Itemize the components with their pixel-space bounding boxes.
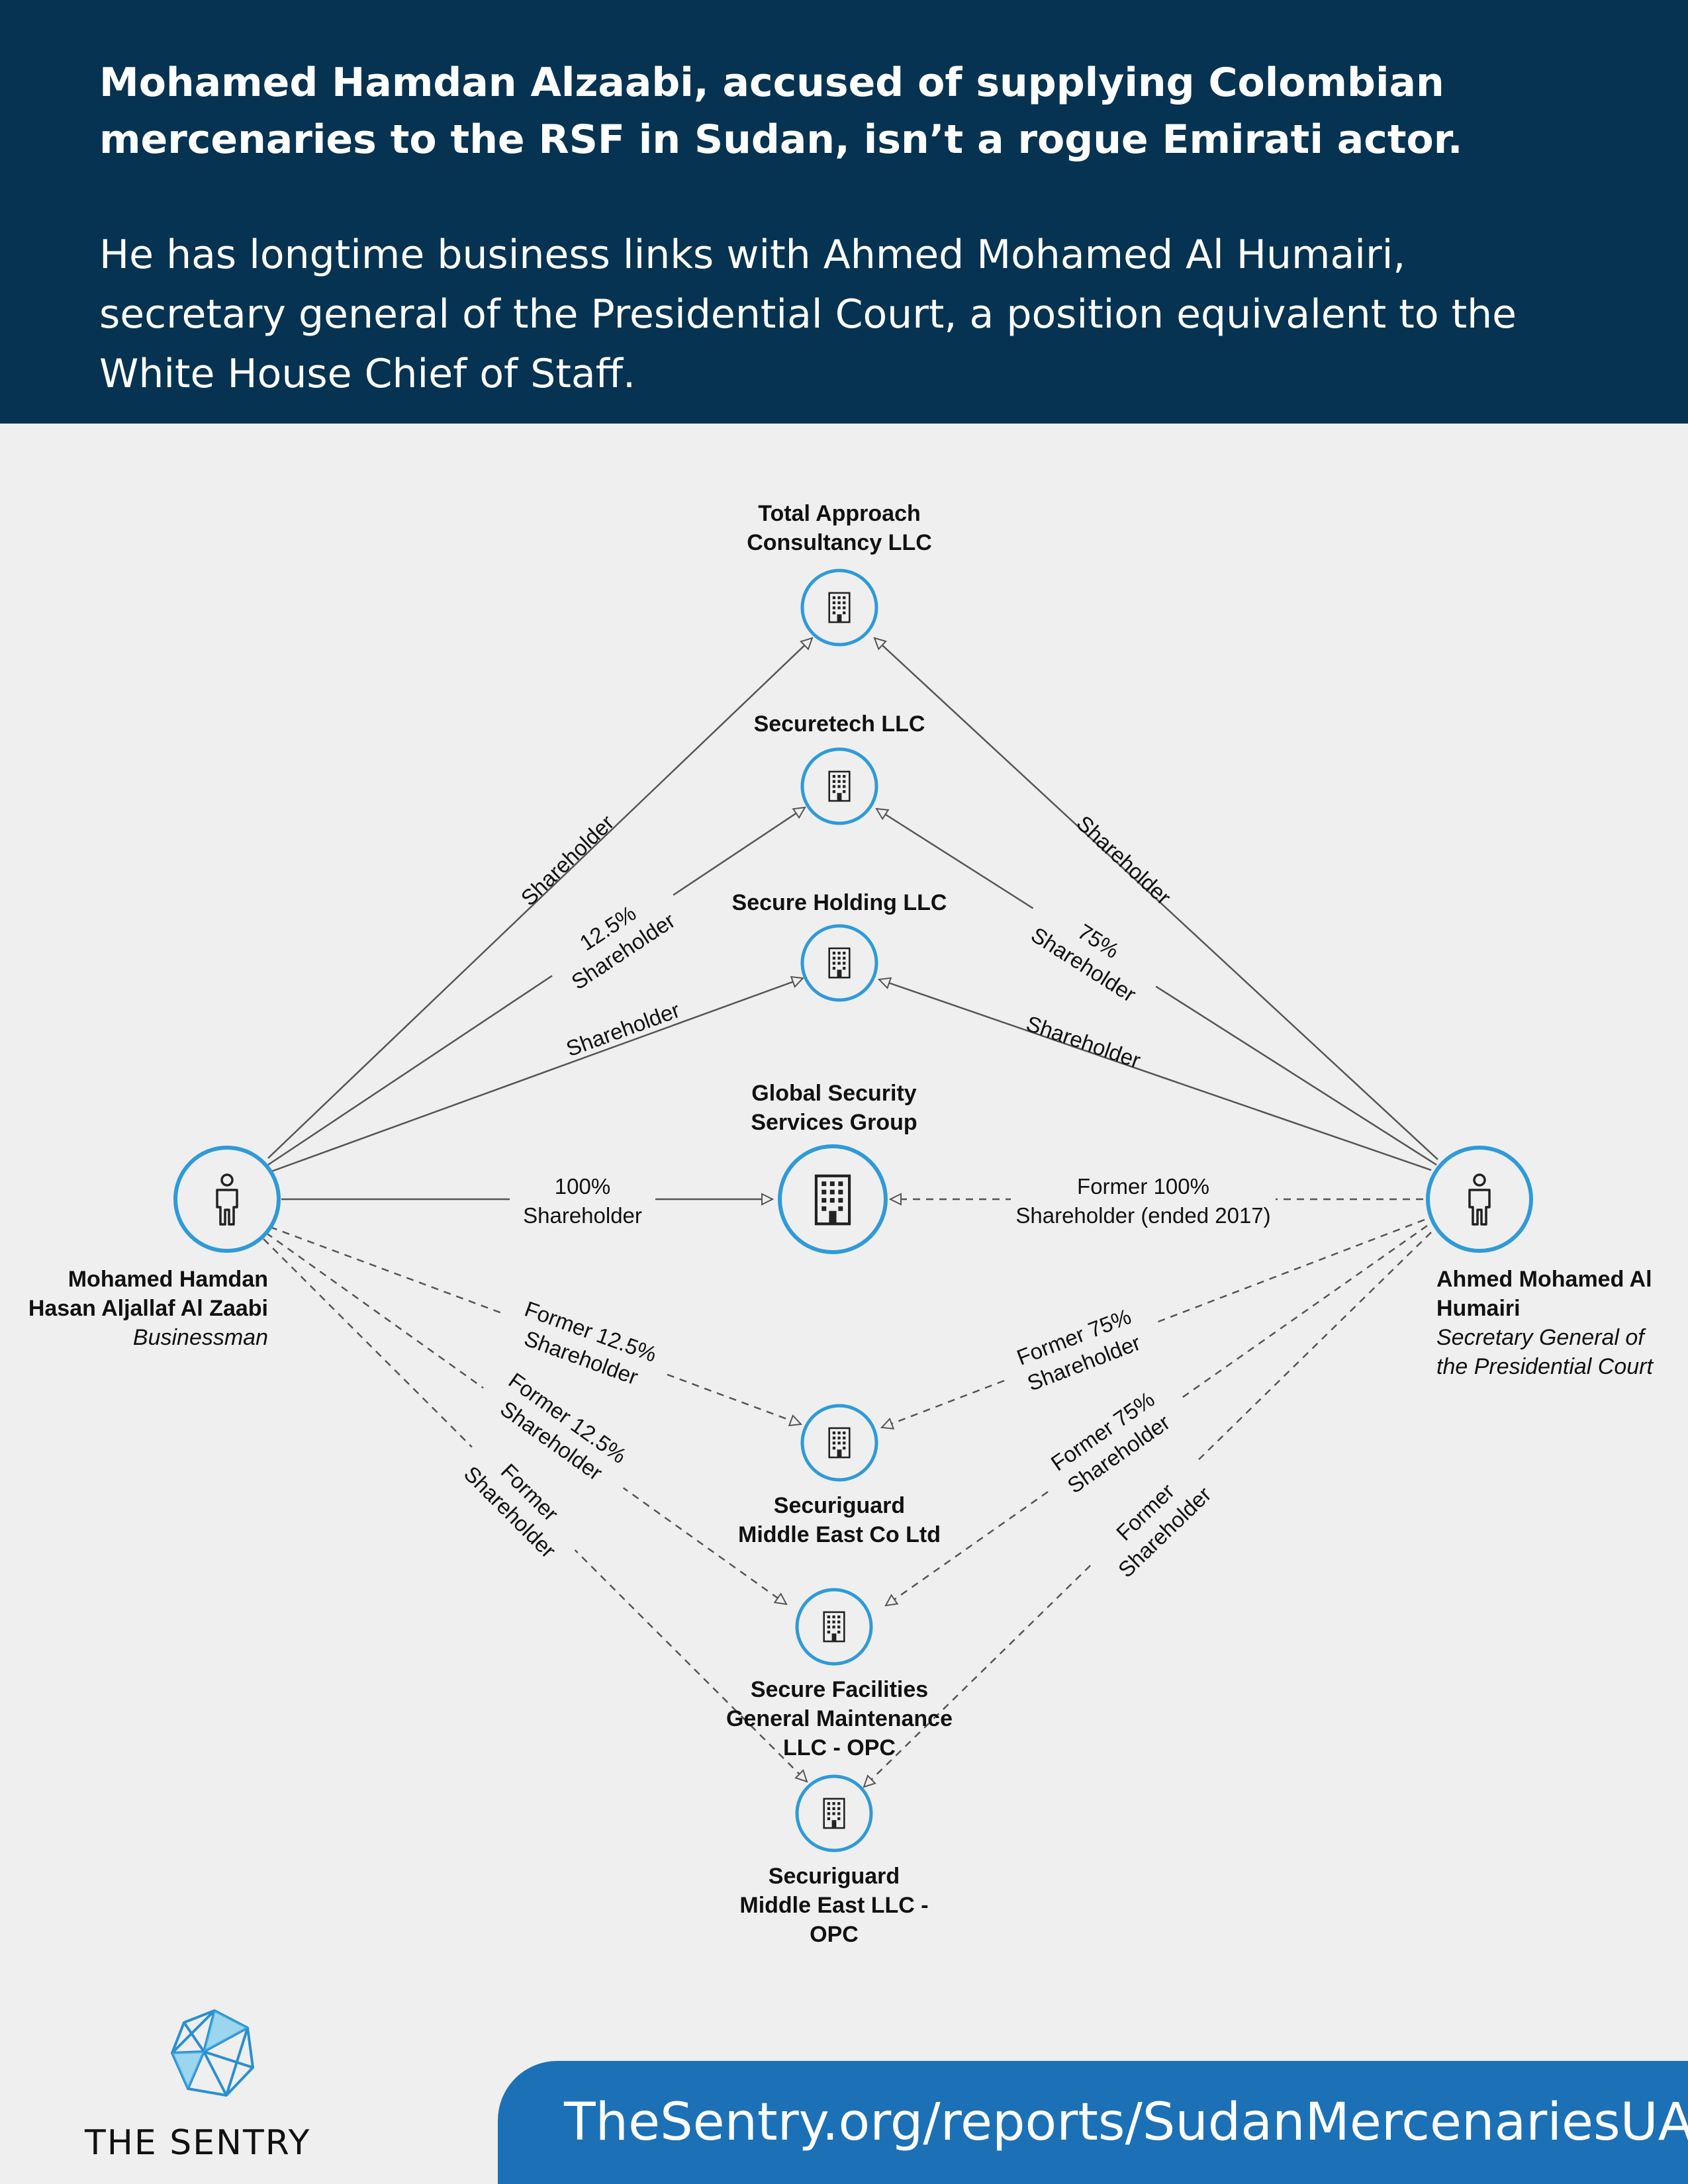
node-person-left: Mohamed Hamdan Hasan Aljallaf Al Zaabi B…	[28, 1146, 281, 1350]
node-label: Middle East Co Ltd	[738, 1522, 941, 1547]
node-securetech: Securetech LLC	[754, 711, 925, 825]
logo-mark-icon	[171, 2009, 254, 2097]
node-label: Secure Holding LLC	[732, 890, 947, 915]
node-circle	[173, 1146, 281, 1253]
edge-label-left-securetech: 12.5% Shareholder	[537, 873, 694, 1007]
edge-right-total-approach	[874, 638, 1438, 1160]
node-label: OPC	[810, 1922, 859, 1947]
node-label: Secure Facilities	[751, 1677, 928, 1702]
edge-label-line: Shareholder	[563, 997, 683, 1061]
logo-text: THE SENTRY	[85, 2123, 311, 2163]
edge-label-right-securetech: 75% Shareholder	[1012, 887, 1170, 1019]
headline: Mohamed Hamdan Alzaabi, accused of suppl…	[99, 60, 1463, 163]
report-url-bar[interactable]: TheSentry.org/reports/SudanMercenariesUA…	[498, 2061, 1688, 2184]
node-label: Global Security	[751, 1081, 916, 1106]
edge-left-total-approach	[267, 638, 812, 1159]
edge-label-line: Shareholder	[516, 810, 618, 911]
header-banner: Mohamed Hamdan Alzaabi, accused of suppl…	[0, 0, 1688, 424]
node-label: Middle East LLC -	[739, 1893, 928, 1918]
edge-label-line: Shareholder	[1072, 811, 1176, 909]
edge-right-securiguard-co	[882, 1218, 1425, 1428]
node-label: Securetech LLC	[754, 711, 925, 737]
node-secure-facilities: Secure Facilities General Maintenance LL…	[726, 1588, 953, 1760]
edge-label-left-global-security: 100% Shareholder	[510, 1166, 655, 1232]
company-nodes: Total Approach Consultancy LLC Securetec…	[726, 501, 953, 1947]
node-label: General Maintenance	[726, 1706, 953, 1731]
edge-left-secure-holding	[271, 978, 803, 1173]
edge-label-line: Former 100%	[1077, 1174, 1209, 1199]
edge-right-securetech	[876, 809, 1437, 1166]
node-label: Services Group	[751, 1110, 917, 1135]
node-role: Businessman	[133, 1325, 268, 1350]
node-total-approach: Total Approach Consultancy LLC	[747, 501, 932, 647]
edge-label-line: 100%	[555, 1174, 610, 1199]
node-global-security: Global Security Services Group	[751, 1081, 917, 1254]
header-subtext: He has longtime business links with Ahme…	[99, 232, 1517, 397]
node-label: Hasan Aljallaf Al Zaabi	[28, 1296, 268, 1321]
edge-label-right-secure-holding: Shareholder	[1023, 1011, 1144, 1073]
node-person-right: Ahmed Mohamed Al Humairi Secretary Gener…	[1426, 1146, 1654, 1379]
node-label: Total Approach	[758, 501, 921, 526]
edge-label-left-secure-holding: Shareholder	[563, 997, 683, 1061]
node-label: LLC - OPC	[783, 1735, 896, 1760]
report-url-link[interactable]: TheSentry.org/reports/SudanMercenariesUA…	[564, 2093, 1688, 2152]
edge-label-line: Shareholder (ended 2017)	[1015, 1203, 1270, 1228]
node-securiguard-co: Securiguard Middle East Co Ltd	[738, 1404, 941, 1547]
edge-label-right-total-approach: Shareholder	[1072, 811, 1176, 909]
node-secure-holding: Secure Holding LLC	[732, 890, 947, 1002]
edge-label-line: Shareholder	[523, 1203, 642, 1228]
edge-right-secure-facilities	[886, 1224, 1428, 1606]
node-label: Securiguard	[769, 1864, 900, 1889]
edge-right-secure-holding	[879, 979, 1432, 1171]
edge-label-right-global-security: Former 100% Shareholder (ended 2017)	[1011, 1166, 1276, 1232]
node-securiguard-opc: Securiguard Middle East LLC - OPC	[739, 1774, 929, 1947]
node-role: Secretary General of	[1436, 1325, 1646, 1350]
edge-left-securetech	[267, 807, 805, 1166]
node-label: Securiguard	[774, 1493, 905, 1518]
node-label: Consultancy LLC	[747, 530, 932, 555]
node-label: Humairi	[1436, 1296, 1521, 1321]
sentry-logo[interactable]: THE SENTRY	[85, 2005, 310, 2163]
node-role: the Presidential Court	[1436, 1354, 1654, 1379]
edge-label-left-total-approach: Shareholder	[516, 810, 618, 911]
node-circle	[1426, 1146, 1533, 1253]
node-label: Mohamed Hamdan	[68, 1267, 268, 1292]
edge-label-line: Shareholder	[1023, 1011, 1144, 1073]
node-label: Ahmed Mohamed Al	[1436, 1267, 1652, 1292]
person-nodes: Mohamed Hamdan Hasan Aljallaf Al Zaabi B…	[28, 1146, 1654, 1379]
